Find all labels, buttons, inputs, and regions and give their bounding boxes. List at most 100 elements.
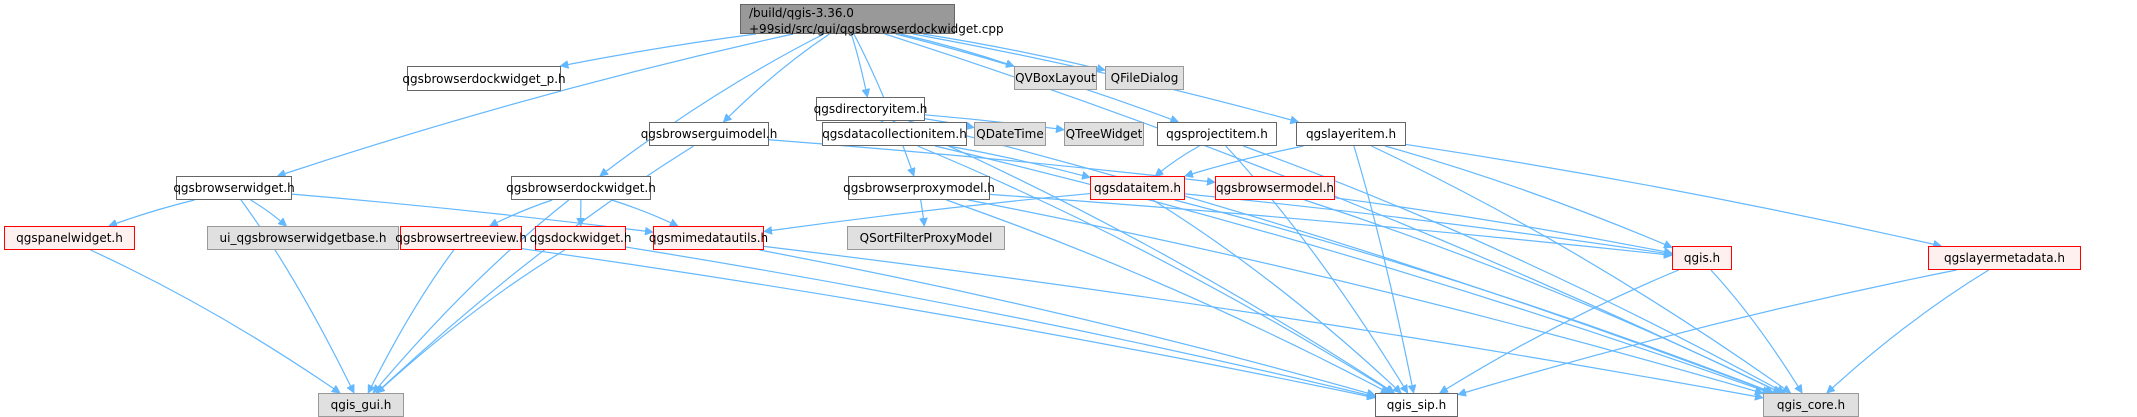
edge-qgsdirectoryitem-to-qgsdatacollectionitem	[882, 121, 883, 122]
edge-qgis-to-qgis_core	[1710, 269, 1803, 393]
node-label: QDateTime	[976, 127, 1044, 141]
node-qdatetime[interactable]: QDateTime	[974, 122, 1046, 146]
node-label: qgsdirectoryitem.h	[813, 102, 928, 116]
edge-root-to-qgsbrowserwidget	[278, 33, 794, 176]
node-label: qgsbrowsermodel.h	[1215, 181, 1335, 195]
edge-qgsdatacollectionitem-to-qgis_sip	[917, 145, 1394, 394]
node-label: qgspanelwidget.h	[16, 231, 123, 245]
edge-qgsbrowserdockwidget-to-qgsbrowsertreeview	[490, 199, 553, 227]
node-qgsmimedatautils[interactable]: qgsmimedatautils.h	[649, 226, 768, 250]
node-qgspanelwidget[interactable]: qgspanelwidget.h	[4, 226, 135, 250]
node-label: qgsbrowserwidget.h	[173, 181, 295, 195]
edge-qgsprojectitem-to-qgsdataitem	[1155, 145, 1200, 176]
node-label: qgsmimedatautils.h	[648, 231, 769, 245]
edge-qgsprojectitem-to-qgis_core	[1243, 145, 1784, 394]
node-label: qgsbrowserguimodel.h	[640, 127, 778, 141]
edge-qgsdataitem-to-qgis	[1184, 193, 1672, 254]
edge-qgsdatacollectionitem-to-qgsdataitem	[948, 145, 1091, 177]
edge-qgsbrowserproxymodel-to-qgis_sip	[946, 199, 1389, 394]
node-qgsdockwidget[interactable]: qgsdockwidget.h	[530, 226, 631, 250]
node-label: qgsdataitem.h	[1093, 181, 1182, 195]
node-label: qgsdockwidget.h	[529, 231, 632, 245]
edge-root-to-QVBoxLayout	[900, 33, 1014, 66]
edge-qgsbrowsertreeview-to-qgis_sip	[521, 248, 1375, 398]
root-node-label-line2: +99sid/src/gui/qgsbrowserdockwidget.cpp	[749, 22, 1004, 36]
edge-qgsdirectoryitem-to-QTreeWidget	[924, 114, 1064, 130]
edge-qgsbrowserproxymodel-to-qgis	[989, 193, 1672, 255]
edge-qgsdirectoryitem-to-qgis_sip	[892, 120, 1395, 394]
node-label: qgsbrowsertreeview.h	[395, 231, 527, 245]
node-qgslayermetadata[interactable]: qgslayermetadata.h	[1928, 246, 2081, 270]
edge-qgsbrowserguimodel-to-qgis_gui	[376, 145, 694, 393]
edge-qgis-to-qgis_sip	[1440, 269, 1679, 394]
node-qtreewidget[interactable]: QTreeWidget	[1064, 122, 1144, 146]
edge-qgsdataitem-to-qgsmimedatautils	[764, 192, 1091, 232]
node-label: QSortFilterProxyModel	[859, 231, 993, 245]
node-label: qgis_sip.h	[1386, 398, 1447, 412]
node-qgsbrowserdockwidget[interactable]: qgsbrowserdockwidget.h	[506, 176, 656, 200]
edge-qgsbrowserproxymodel-to-QSortFilterProxyModel	[921, 199, 925, 226]
node-qgis-gui[interactable]: qgis_gui.h	[318, 393, 404, 417]
edge-qgsbrowserdockwidget-to-qgsmimedatautils	[611, 199, 678, 226]
edge-qgslayeritem-to-qgis	[1384, 145, 1672, 247]
edge-root-to-qgsbrowserdockwidget_p	[560, 33, 756, 66]
node-label: qgsbrowserproxymodel.h	[843, 181, 995, 195]
node-qsortfilterproxymodel[interactable]: QSortFilterProxyModel	[847, 226, 1005, 250]
node-label: qgslayeritem.h	[1305, 127, 1397, 141]
node-label: QTreeWidget	[1065, 127, 1143, 141]
node-label: qgis_core.h	[1776, 398, 1846, 412]
node-label: qgsbrowserdockwidget.h	[506, 181, 656, 195]
node-qvboxlayout[interactable]: QVBoxLayout	[1014, 66, 1097, 90]
edge-qgsbrowsertreeview-to-qgis_gui	[367, 249, 455, 393]
edge-root-to-QFileDialog	[922, 33, 1105, 70]
node-qgis-sip[interactable]: qgis_sip.h	[1375, 393, 1458, 417]
edge-qgsbrowserdockwidget-to-qgis_gui	[373, 199, 570, 393]
node-qfiledialog[interactable]: QFileDialog	[1105, 66, 1184, 90]
node-qgsbrowserproxymodel[interactable]: qgsbrowserproxymodel.h	[843, 176, 995, 200]
edge-qgsdockwidget-to-qgis_gui	[377, 249, 566, 393]
node-qgsdirectoryitem[interactable]: qgsdirectoryitem.h	[813, 97, 928, 121]
edge-qgslayeritem-to-qgis_core	[1371, 145, 1790, 393]
node-label: ui_qgsbrowserwidgetbase.h	[219, 231, 387, 245]
edge-qgsmimedatautils-to-qgis_sip	[759, 249, 1375, 395]
root-node-label-line1: /build/qgis-3.36.0	[749, 6, 854, 20]
node-qgsbrowsermodel[interactable]: qgsbrowsermodel.h	[1215, 176, 1335, 200]
edge-qgsbrowserproxymodel-to-qgis_core	[968, 199, 1763, 393]
node-label: QFileDialog	[1110, 71, 1179, 85]
node-ui-qgsbrowserwidgetbase[interactable]: ui_qgsbrowserwidgetbase.h	[207, 226, 399, 250]
node-qgsbrowserdockwidget-p[interactable]: qgsbrowserdockwidget_p.h	[402, 66, 566, 91]
node-label: qgsprojectitem.h	[1166, 127, 1268, 141]
node-qgsdatacollectionitem[interactable]: qgsdatacollectionitem.h	[822, 122, 967, 146]
node-label: qgis.h	[1683, 251, 1721, 265]
node-qgsbrowserwidget[interactable]: qgsbrowserwidget.h	[173, 176, 295, 200]
edge-qgsdockwidget-to-qgis_sip	[625, 246, 1375, 397]
node-qgsbrowserguimodel[interactable]: qgsbrowserguimodel.h	[641, 122, 777, 146]
edge-qgslayeritem-to-qgsdataitem	[1185, 145, 1304, 176]
edge-qgslayeritem-to-qgslayermetadata	[1405, 143, 1941, 246]
edge-qgsbrowserwidget-to-qgis_gui	[240, 199, 355, 393]
edge-qgsbrowserwidget-to-qgspanelwidget	[109, 199, 195, 226]
edge-root-to-qgsdirectoryitem	[850, 33, 867, 97]
edge-qgslayeritem-to-qgis_sip	[1353, 145, 1414, 393]
node-qgsprojectitem[interactable]: qgsprojectitem.h	[1157, 122, 1277, 146]
node-label: QVBoxLayout	[1015, 71, 1096, 85]
node-qgslayeritem[interactable]: qgslayeritem.h	[1296, 122, 1406, 146]
edge-qgspanelwidget-to-qgis_gui	[90, 249, 340, 393]
node-qgsdataitem[interactable]: qgsdataitem.h	[1090, 176, 1185, 200]
edge-qgsdatacollectionitem-to-qgis_core	[934, 145, 1770, 393]
edge-qgslayermetadata-to-qgis_core	[1827, 269, 1990, 393]
node-qgis[interactable]: qgis.h	[1672, 246, 1732, 270]
node-qgsbrowsertreeview[interactable]: qgsbrowsertreeview.h	[395, 226, 527, 250]
node-label: qgsbrowserdockwidget_p.h	[402, 71, 566, 86]
edge-qgsbrowsermodel-to-qgis_core	[1304, 199, 1782, 394]
edge-qgsprojectitem-to-qgis_sip	[1225, 145, 1409, 393]
node-label: qgis_gui.h	[330, 398, 392, 412]
edge-qgsmimedatautils-to-qgis_core	[763, 245, 1763, 397]
edge-qgsdirectoryitem-to-qgis_core	[908, 120, 1773, 393]
edge-qgsdataitem-to-qgis_core	[1174, 199, 1774, 393]
edge-qgsbrowserwidget-to-ui_qgsbrowserwidgetbase	[250, 199, 287, 226]
node-qgis-core[interactable]: qgis_core.h	[1763, 393, 1859, 417]
edge-qgslayermetadata-to-qgis_sip	[1458, 269, 1957, 395]
root-node[interactable]: /build/qgis-3.36.0 +99sid/src/gui/qgsbro…	[740, 4, 1004, 36]
